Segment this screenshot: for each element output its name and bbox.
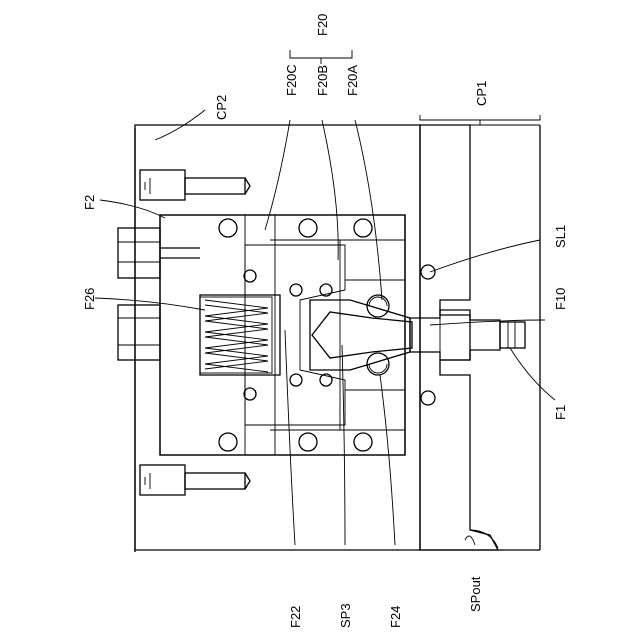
fitting-lower (118, 305, 160, 360)
label-cp1: CP1 (474, 81, 489, 106)
label-spout: SPout (468, 576, 483, 612)
label-f20: F20 (315, 14, 330, 36)
cavity-sp3 (312, 312, 412, 358)
lock-balls (367, 295, 389, 375)
label-f26: F26 (82, 288, 97, 310)
label-f20b: F20B (315, 65, 330, 96)
label-sp3: SP3 (338, 603, 353, 628)
housing-cp2 (135, 125, 420, 550)
fitting-upper (118, 228, 200, 278)
label-f10: F10 (553, 288, 568, 310)
label-f2: F2 (82, 195, 97, 210)
label-f24: F24 (388, 606, 403, 628)
plate-cp1 (420, 125, 498, 550)
label-cp2: CP2 (214, 95, 229, 120)
pin-f1 (410, 310, 525, 360)
o-rings (219, 219, 435, 451)
leader-lines (95, 50, 555, 545)
label-f20c: F20C (284, 64, 299, 96)
bolt-top (140, 170, 250, 200)
bolt-bottom (140, 465, 250, 495)
label-f20a: F20A (345, 65, 360, 96)
label-f1: F1 (553, 405, 568, 420)
label-sl1: SL1 (553, 225, 568, 248)
label-f22: F22 (288, 606, 303, 628)
